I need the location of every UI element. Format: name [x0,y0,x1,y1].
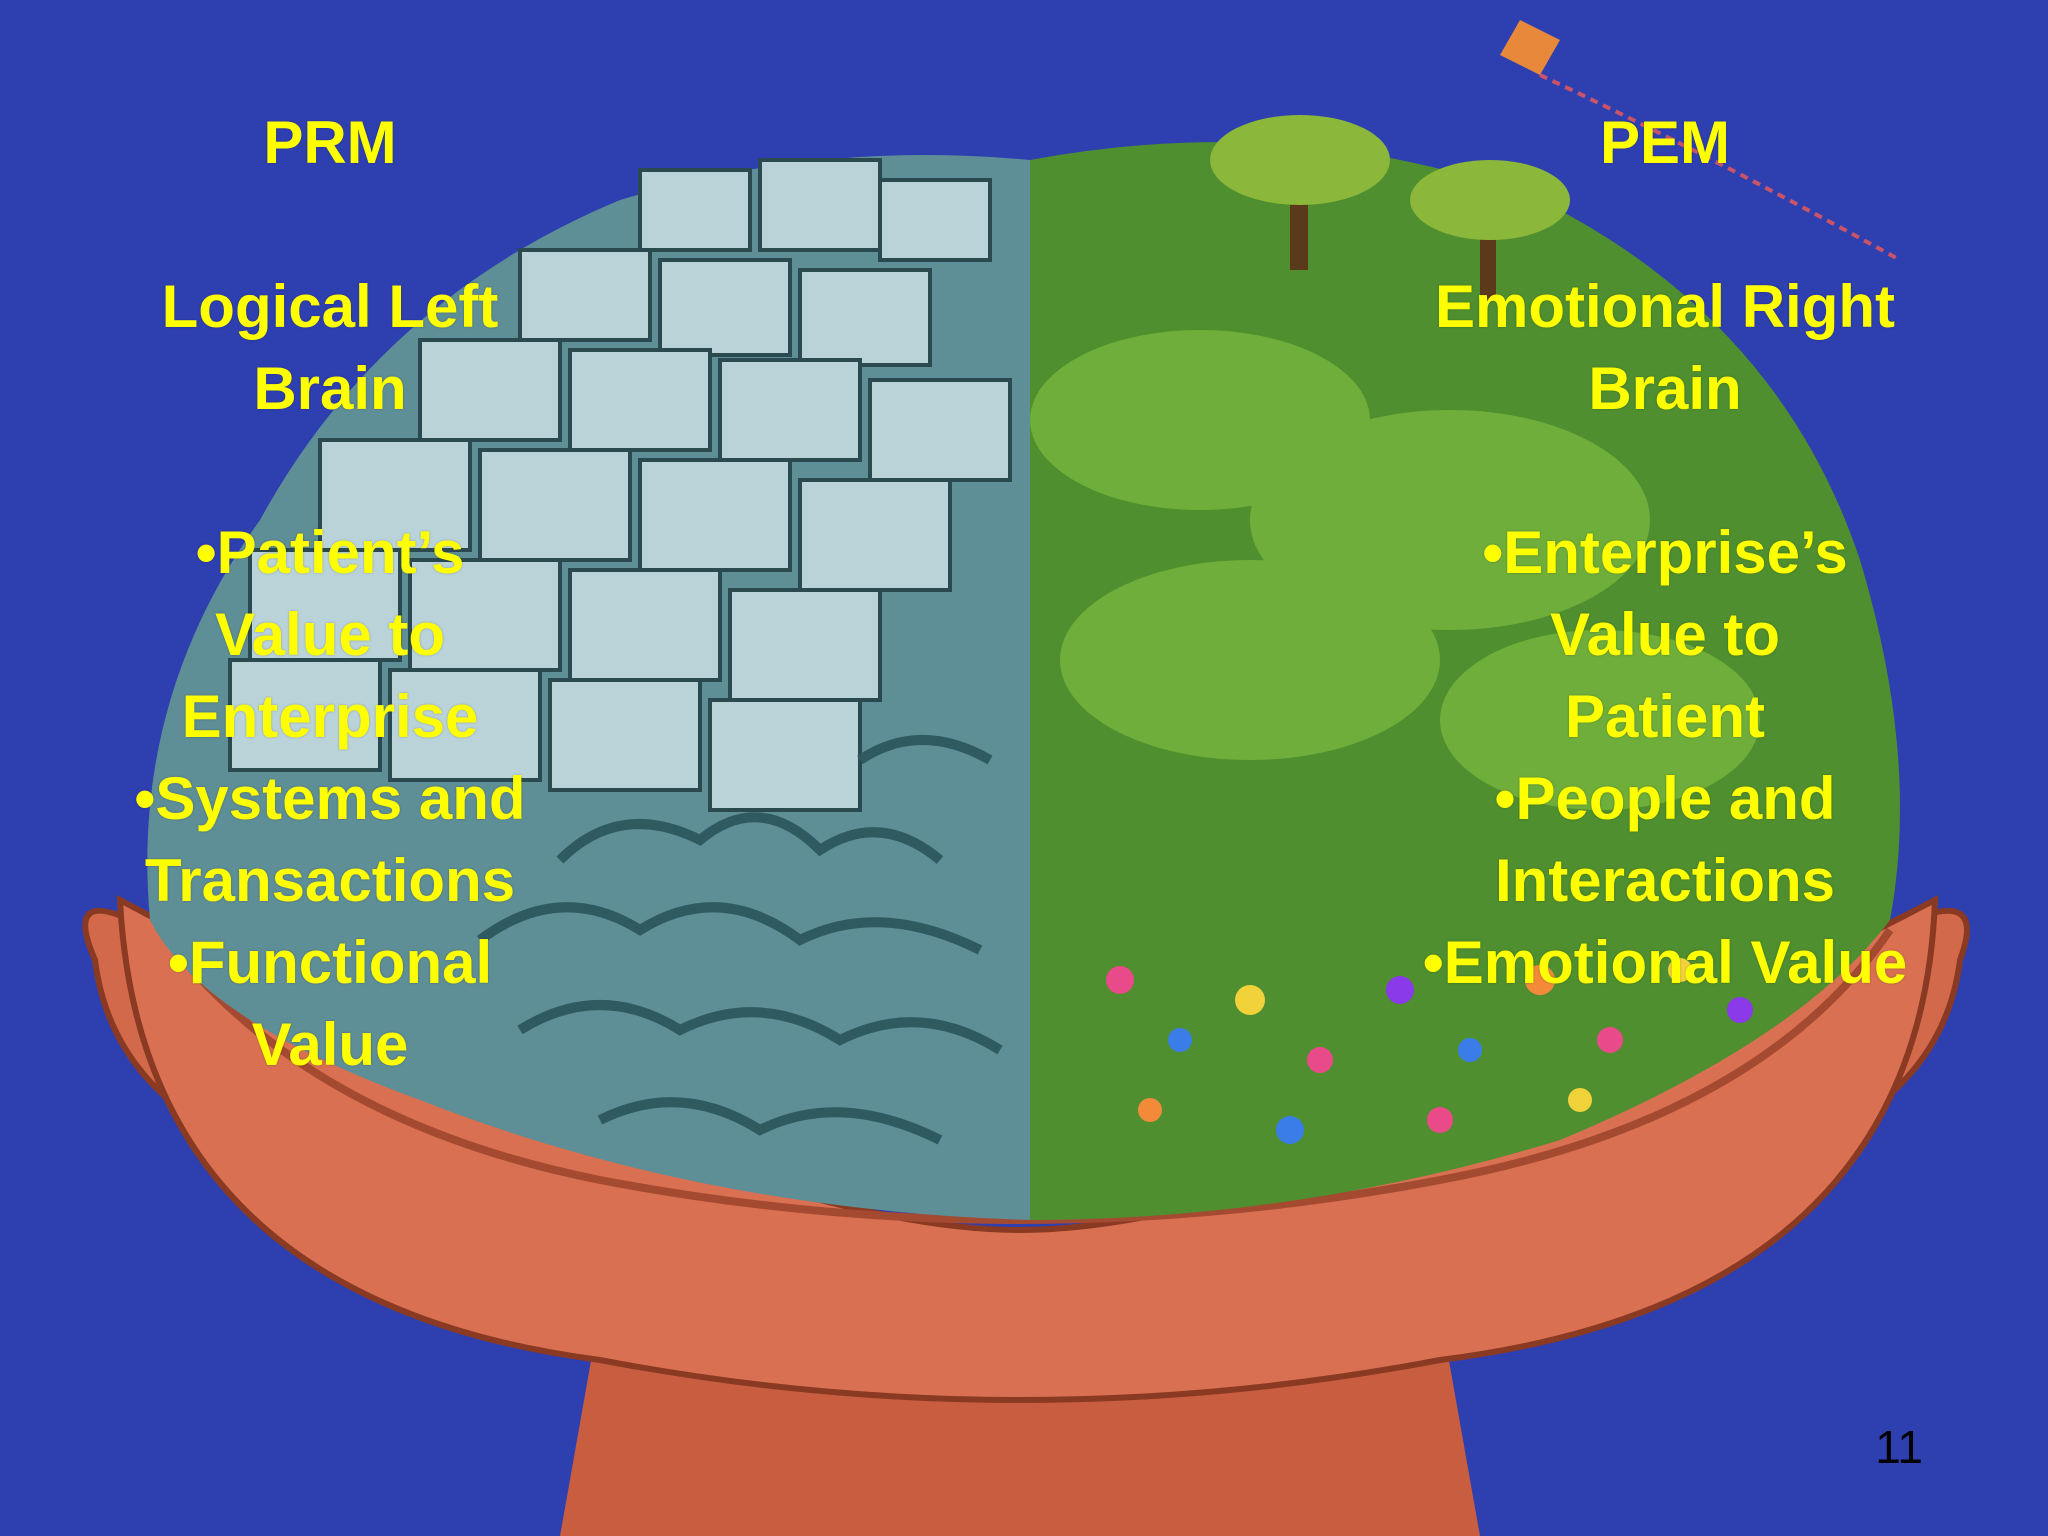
right-bullet1-line2: Value to [1549,601,1781,668]
right-heading-line2: Brain [1588,355,1742,422]
left-bullet1-line3: Enterprise [181,683,479,750]
left-heading-line2: Brain [253,355,407,422]
left-bullet1-line2: Value to [214,601,446,668]
right-bullet1-line1: •Enterprise’s [1482,519,1848,586]
right-bullet2-line2: Interactions [1494,847,1836,914]
left-bullet3-line2: Value [251,1011,409,1078]
right-bullet2-line1: •People and [1494,765,1836,832]
cubicles [228,158,1012,812]
left-folds [477,735,1003,1145]
right-hills [1030,330,1760,810]
left-heading-line1: Logical Left [161,273,499,340]
right-column: PEM Emotional Right Brain •Enterprise’s … [1380,102,1950,1004]
right-heading-line1: Emotional Right [1435,273,1895,340]
left-bullet1-line1: •Patient’s [195,519,465,586]
head-rim [156,927,1894,1224]
trees [1210,115,1570,300]
left-column: PRM Logical Left Brain •Patient’s Value … [60,102,600,1086]
right-bullet3-line1: •Emotional Value [1422,929,1908,996]
right-title: PEM [1599,109,1731,176]
left-title: PRM [263,109,397,176]
left-bullet2-line1: •Systems and [134,765,526,832]
flowers [1106,958,1753,1144]
left-bullet2-line2: Transactions [144,847,516,914]
page-number: 11 [1875,1421,1923,1473]
right-bullet1-line3: Patient [1564,683,1766,750]
left-bullet3-line1: •Functional [167,929,493,996]
kite [1500,20,1901,262]
